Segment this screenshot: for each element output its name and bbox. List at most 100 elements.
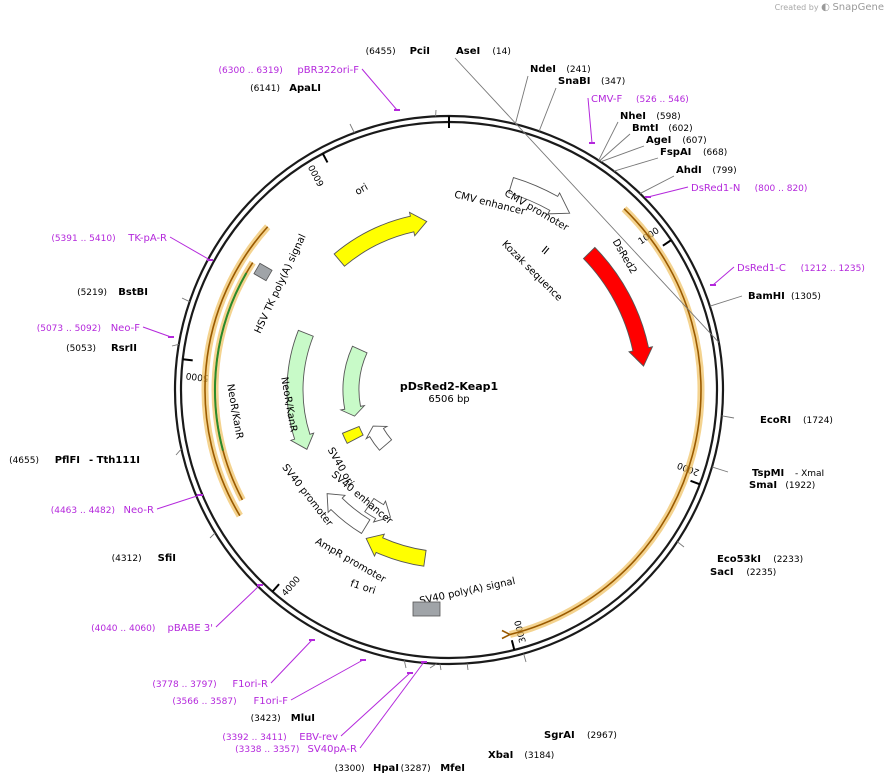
primer-range-cmv-f: (526 .. 546) <box>636 95 689 105</box>
enzyme-leader-bamhi <box>709 295 743 307</box>
enzyme-leader-nhei <box>598 121 619 161</box>
enzyme-pos-bamhi: (1305) <box>791 292 821 302</box>
tick-6000 <box>321 153 329 163</box>
enzyme-hpai: HpaI <box>373 763 399 774</box>
orf-arrowhead <box>501 629 512 640</box>
feature-ori-2 <box>333 211 428 267</box>
feature-neor-kanr-4 <box>339 345 368 417</box>
primer-ebv-rev: EBV-rev <box>299 732 338 743</box>
enzyme-leader-sfii <box>209 532 216 539</box>
enzyme-pos-pflfi: (4655) <box>9 456 39 466</box>
enzyme-leader-mlui <box>403 660 407 669</box>
primer-leader-sv40pa-r <box>359 661 425 749</box>
enzyme-pcii: PciI <box>410 46 430 57</box>
enzyme-leader-bstbi <box>181 297 190 303</box>
primer-leader-cmv-f <box>587 97 593 144</box>
feature-f1-ori-7 <box>365 533 427 567</box>
primer-range-dsred1-c: (1212 .. 1235) <box>801 264 865 274</box>
watermark-brand: SnapGene <box>832 2 884 13</box>
tick-2000 <box>690 479 701 486</box>
enzyme-pos-mlui: (3423) <box>251 714 281 724</box>
tick-label-4000: 4000 <box>280 575 303 599</box>
enzyme-pos-bmti: (602) <box>668 124 692 134</box>
primer-neo-r: Neo-R <box>124 505 155 516</box>
enzyme-leader-fspai <box>613 157 659 172</box>
tick-3000 <box>510 639 516 651</box>
enzyme-pos-agei: (607) <box>682 136 706 146</box>
primer-leader-tk-pa-r <box>169 236 211 261</box>
enzyme-pos-saci: (2235) <box>746 568 776 578</box>
enzyme-mfei: MfeI <box>440 763 465 774</box>
enzyme-bamhi: BamHI <box>748 291 785 302</box>
feature-label-0: ori <box>353 182 370 198</box>
feature-label-4: Kozak sequence <box>499 239 564 304</box>
enzyme-pos-hpai: (3300) <box>335 764 365 774</box>
primer-leader-neo-r <box>156 494 201 510</box>
feature-label-10: SV40 promoter <box>279 462 335 529</box>
primer-leader-f1ori-f <box>290 659 364 701</box>
feature-label-12: f1 ori <box>349 578 377 597</box>
primer-range-neo-f: (5073 .. 5092) <box>37 324 101 334</box>
enzyme-leader--tth111i <box>175 448 182 456</box>
enzyme-leader-agei <box>600 145 645 163</box>
feature-dsred2-0 <box>582 246 654 367</box>
enzyme-sites: AseI(14)NdeI(241)SnaBI(347)NheI(598)BmtI… <box>9 46 833 774</box>
enzyme-pos-fspai: (668) <box>703 148 727 158</box>
feature-sv40-enhancer-8 <box>365 425 393 451</box>
feature-cmv-promoter-1 <box>508 176 571 215</box>
primer-range-ebv-rev: (3392 .. 3411) <box>222 733 286 743</box>
primer-leader-pbr322ori-f <box>361 68 398 111</box>
feature-label-5: HSV TK poly(A) signal <box>253 233 309 336</box>
enzyme-apali: ApaLI <box>289 83 321 94</box>
enzyme-leader-ndei <box>514 75 529 125</box>
primer-range-dsred1-n: (800 .. 820) <box>755 184 808 194</box>
enzyme-snabi: SnaBI <box>558 76 590 87</box>
primer-range-neo-r: (4463 .. 4482) <box>51 506 115 516</box>
primer-pbabe-3-: pBABE 3' <box>167 623 213 634</box>
tick-5000 <box>182 358 193 362</box>
enzyme-ndei: NdeI <box>530 64 556 75</box>
watermark-prefix: Created by <box>774 3 819 12</box>
enzyme-pos-mfei: (3287) <box>401 764 431 774</box>
enzyme-leader-rsrii <box>171 343 179 347</box>
enzyme-smai: SmaI <box>749 480 777 491</box>
primer-leader-dsred1-n <box>647 186 689 198</box>
primer-sites: CMV-F(526 .. 546)DsRed1-N(800 .. 820)DsR… <box>37 65 865 755</box>
orf-green-segment <box>214 272 248 451</box>
enzyme-pos-xbai: (3184) <box>524 751 554 761</box>
enzyme-bstbi: BstBI <box>118 287 148 298</box>
enzyme-leader-sgrai <box>523 653 527 663</box>
primer-leader-pbabe-3- <box>215 584 261 628</box>
enzyme-pos-snabi: (347) <box>601 77 625 87</box>
enzyme-sfii: SfiI <box>158 553 176 564</box>
primer-range-tk-pa-r: (5391 .. 5410) <box>51 234 115 244</box>
enzyme-leader-tspmi <box>711 466 729 473</box>
primer-leader-f1ori-r <box>270 639 313 684</box>
tick-1000 <box>662 239 672 247</box>
primer-leader-neo-f <box>142 326 172 338</box>
primer-range-sv40pa-r: (3338 .. 3357) <box>235 745 299 755</box>
feature-neor-kanr-3 <box>286 329 315 450</box>
primer-cmv-f: CMV-F <box>591 94 622 105</box>
enzyme-pos-ndei: (241) <box>566 65 590 75</box>
enzyme-pos-bstbi: (5219) <box>77 288 107 298</box>
enzyme-ecori: EcoRI <box>760 415 791 426</box>
orf-dsred-keap1 <box>509 208 702 636</box>
enzyme-leader-bmti <box>599 133 631 162</box>
enzyme-saci: SacI <box>710 567 734 578</box>
primer-dsred1-c: DsRed1-C <box>737 263 786 274</box>
primer-range-pbabe-3-: (4040 .. 4060) <box>91 624 155 634</box>
enzyme-pos-nhei: (598) <box>656 112 680 122</box>
feature-sv40-promoter-5 <box>326 493 371 535</box>
enzyme-pflfi: PflFI <box>55 455 80 466</box>
plasmid-name: pDsRed2-Keap1 <box>400 380 498 393</box>
primer-sv40pa-r: SV40pA-R <box>308 744 357 755</box>
primer-range-pbr322ori-f: (6300 .. 6319) <box>219 66 283 76</box>
enzyme-leader-apali <box>349 123 355 134</box>
enzyme-bmti: BmtI <box>632 123 659 134</box>
primer-f1ori-f: F1ori-F <box>254 696 289 707</box>
primer-leader-dsred1-c <box>712 266 735 286</box>
enzyme-pos-rsrii: (5053) <box>66 344 96 354</box>
enzyme-leader-mfei <box>439 663 442 671</box>
